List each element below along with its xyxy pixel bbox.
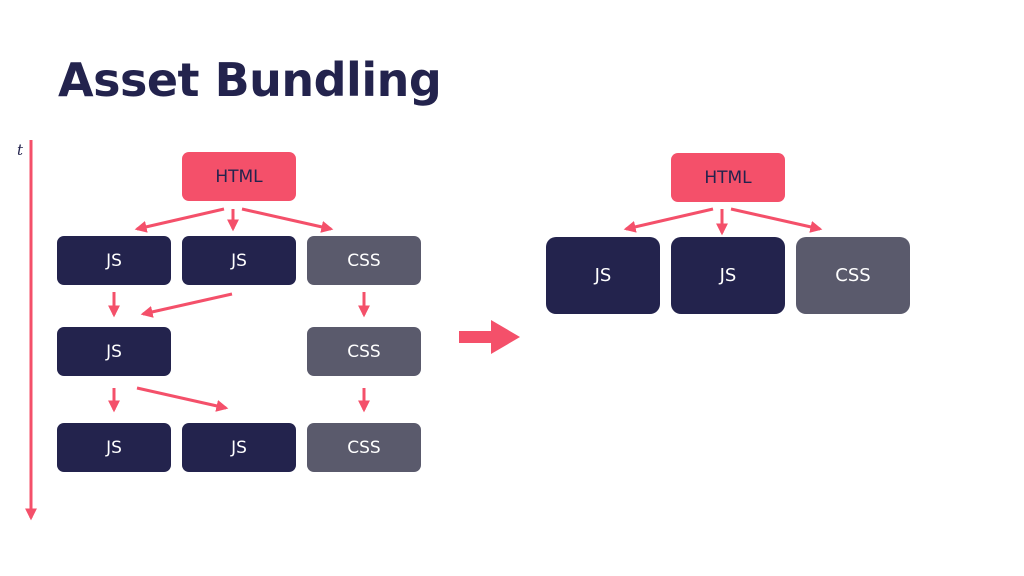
html-node: HTML [182, 152, 296, 201]
js-bundle-node: JS [546, 237, 660, 314]
css-bundle-node: CSS [796, 237, 910, 314]
arrow-bundled-html-to-css [730, 207, 823, 233]
arrow-html-to-css [241, 207, 334, 233]
css-node: CSS [307, 236, 421, 285]
js-node: JS [57, 327, 171, 376]
css-node: CSS [307, 327, 421, 376]
js-node: JS [57, 236, 171, 285]
arrow-js2-to-js-row2 [140, 292, 233, 318]
js-node: JS [182, 423, 296, 472]
time-axis-label: t [17, 141, 24, 159]
js-node: JS [57, 423, 171, 472]
transform-arrow [459, 320, 520, 354]
js-node: JS [182, 236, 296, 285]
arrow-bundled-html-to-js-1 [623, 207, 714, 233]
js-bundle-node: JS [671, 237, 785, 314]
html-node: HTML [671, 153, 785, 202]
arrow-html-to-js-1 [134, 207, 225, 233]
slide-title: Asset Bundling [58, 53, 442, 107]
arrow-js-row2-to-js-row3-b [136, 386, 229, 412]
css-node: CSS [307, 423, 421, 472]
